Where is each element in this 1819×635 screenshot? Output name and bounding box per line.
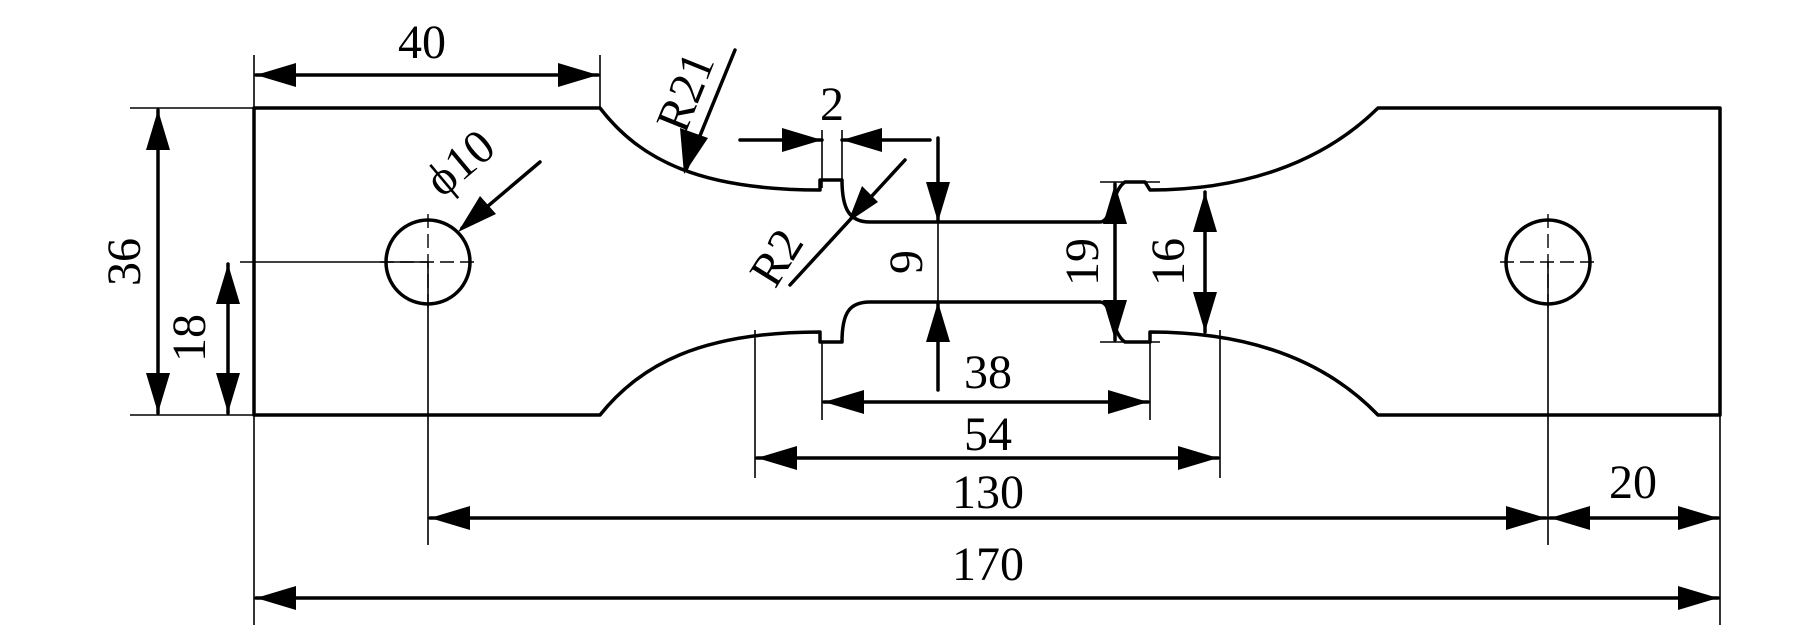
dim-170-label: 170 (952, 538, 1024, 591)
dim-40-line (254, 63, 600, 87)
dim-38-label: 38 (964, 346, 1012, 399)
dim-130-label: 130 (952, 466, 1024, 519)
dim-2-line (738, 128, 932, 152)
dim-170-line (254, 586, 1720, 610)
dim-20-line (1548, 506, 1720, 530)
dim-54-line (755, 446, 1220, 470)
dim-130-line (428, 506, 1548, 530)
dim-20-label: 20 (1609, 456, 1657, 509)
dim-38-line (822, 390, 1150, 414)
dim-18-line (216, 262, 240, 415)
dim-36-line (146, 108, 170, 415)
dim-phi10-leader (458, 160, 542, 232)
dim-r2-label: R2 (740, 220, 815, 296)
dim-19-line (1103, 182, 1127, 342)
dim-r21-leader (680, 48, 737, 174)
dim-18-label: 18 (163, 314, 216, 362)
dim-16-line (1193, 190, 1217, 334)
dim-54-label: 54 (964, 408, 1012, 461)
dim-36-label: 36 (98, 238, 151, 286)
dim-9-label: 9 (880, 250, 933, 274)
dim-r21-label: R21 (646, 45, 725, 139)
dim-r2-leader (788, 158, 907, 287)
dim-2-label: 2 (820, 78, 844, 131)
dim-19-label: 19 (1056, 238, 1109, 286)
dim-16-label: 16 (1142, 238, 1195, 286)
dim-40-label: 40 (398, 16, 446, 69)
dim-phi10-label: ϕ10 (415, 119, 505, 207)
dim-9-line (926, 136, 950, 392)
